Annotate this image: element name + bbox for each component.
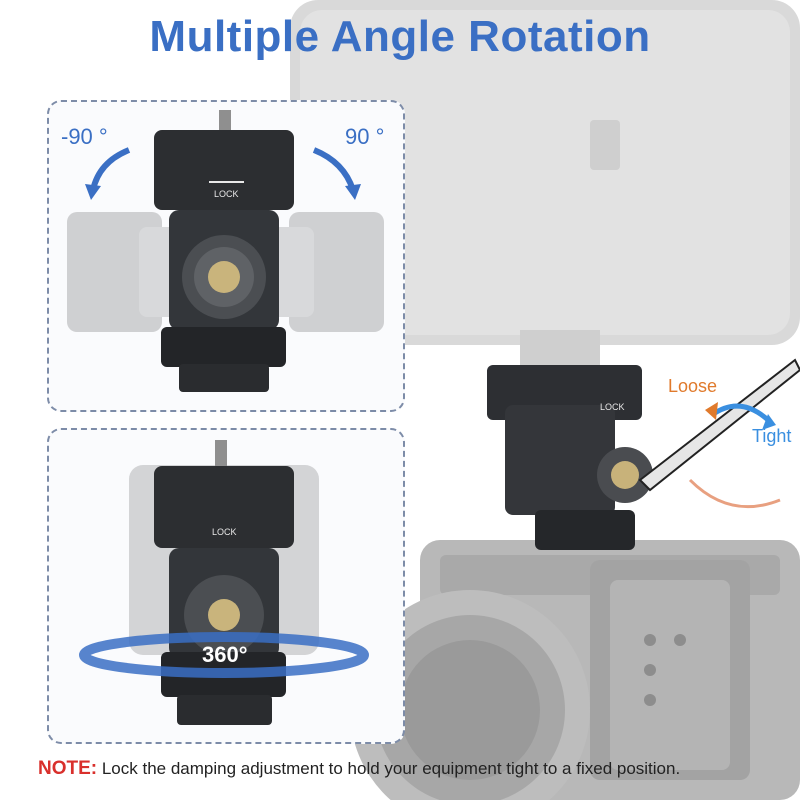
mount-on-camera: LOCK [487, 330, 653, 550]
arrow-left [90, 147, 131, 191]
mount-upright: LOCK [154, 110, 294, 392]
camera-body [350, 540, 800, 800]
note-prefix: NOTE: [38, 758, 98, 779]
note-text: NOTE: Lock the damping adjustment to hol… [38, 758, 680, 780]
tight-label: Tight [752, 426, 792, 446]
lock-engraving-top: LOCK [214, 189, 239, 199]
angle-minus-90: -90 ° [61, 124, 108, 149]
angle-plus-90: 90 ° [345, 124, 385, 149]
tilt-rotation-panel: LOCK -90 ° 90 ° [47, 100, 405, 412]
rotation-ring [79, 632, 369, 678]
arrow-right [312, 147, 356, 192]
loose-label: Loose [668, 376, 718, 396]
page-title: Multiple Angle Rotation [149, 12, 651, 61]
loose-tight-arrow [710, 403, 770, 422]
rotation-360-label: 360° [202, 642, 248, 667]
note-body: Lock the damping adjustment to hold your… [97, 759, 681, 778]
lock-engraving-right: LOCK [600, 402, 625, 412]
mount-front: LOCK [154, 440, 294, 725]
hex-wrench [638, 358, 800, 492]
pan-rotation-panel: LOCK 360° [47, 428, 405, 744]
lock-engraving-bottom: LOCK [212, 527, 237, 537]
